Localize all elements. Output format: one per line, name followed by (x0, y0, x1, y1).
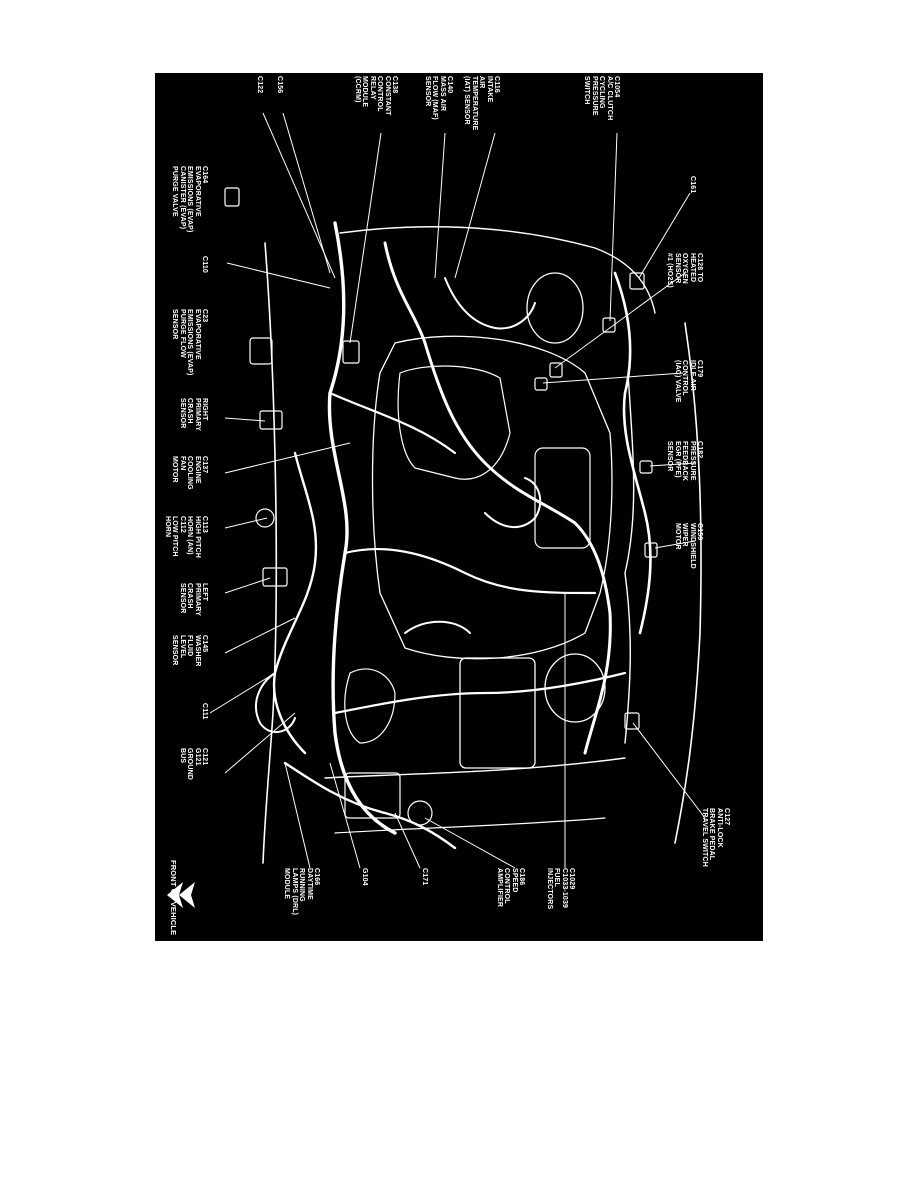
leader-left-crash (224, 577, 271, 594)
connector-c179 (534, 377, 548, 391)
fender-right (624, 372, 635, 744)
label-c1054-text: C1054 A/C CLUTCH CYCLING PRESSURE SWITCH (583, 76, 620, 121)
right-crash-sensor (259, 410, 283, 430)
label-c145-text: C145 WASHER FLUID LEVEL SENSOR (171, 635, 208, 667)
air-cleaner (526, 272, 584, 344)
label-c140-text: C140 MASS AIR FLOW (MAF) SENSOR (423, 76, 453, 120)
label-c1029-text: C1029 C1033-1039 FUEL INJECTORS (545, 868, 575, 910)
harness-loop-a (484, 477, 542, 528)
leader-c186 (424, 817, 516, 869)
leader-c116 (454, 132, 496, 279)
leader-c166 (284, 762, 311, 869)
label-c179-text: C179 IDLE AIR CONTROL (IAC) VALVE (673, 360, 703, 403)
battery (459, 657, 536, 769)
cross-harness-1 (328, 391, 457, 455)
coolant-reservoir (344, 668, 396, 744)
cross-harness-2 (343, 547, 597, 595)
connector-c128 (549, 362, 563, 378)
leader-c111 (209, 672, 276, 714)
connector-c164 (224, 187, 240, 207)
leader-c121 (224, 712, 296, 774)
leader-c161 (638, 192, 691, 279)
engine-compartment-diagram: C1054 A/C CLUTCH CYCLING PRESSURE SWITCH… (155, 73, 763, 941)
label-c127-text: C127 ANTI-LOCK BRAKE PEDAL TRAVEL SWITCH (700, 808, 730, 867)
leader-c179 (542, 372, 684, 384)
leader-c171 (394, 812, 421, 869)
label-c156-text: C156 (276, 76, 283, 94)
bumper-outline (334, 817, 606, 834)
air-intake-duct (444, 277, 536, 330)
leader-c138 (349, 132, 382, 344)
radiator-support (324, 757, 626, 779)
label-right-crash-text: RIGHT PRIMARY CRASH SENSOR (178, 398, 208, 432)
leader-c110 (226, 262, 331, 289)
body-outline-left (262, 242, 278, 864)
label-c161-text: C161 (689, 176, 696, 194)
label-c138-text: C138 CONSTANT CONTROL RELAY MODULE (CCRM… (353, 76, 398, 116)
cross-harness-3 (333, 671, 627, 715)
label-c166-text: C166 DAYTIME RUNNING LAMPS (DRL) MODULE (283, 868, 320, 916)
firewall-outline (339, 226, 656, 314)
engine-wiring-harness (383, 241, 612, 755)
leader-c140 (434, 132, 446, 279)
harness-loop-c (255, 672, 296, 733)
label-c122-text: C122 (256, 76, 263, 94)
front-harness (283, 761, 457, 850)
label-c113-text: C113 HIGH PITCH HORN (AN) C112 LOW PITCH… (163, 516, 208, 558)
label-c186-text: C186 SPEED CONTROL AMPLIFIER (495, 868, 525, 908)
leader-c128 (554, 272, 686, 369)
connector-c182 (639, 460, 653, 474)
label-g104-text: G104 (361, 868, 368, 886)
leader-c127 (632, 722, 706, 819)
leader-c1054 (609, 132, 618, 322)
leader-c137 (224, 442, 351, 474)
body-outline-right (674, 322, 702, 844)
left-harness-branch (272, 451, 318, 755)
left-crash-sensor (262, 567, 288, 587)
leader-c113 (224, 517, 268, 529)
right-harness-branch (613, 271, 652, 635)
label-c171-text: C171 (421, 868, 428, 886)
leader-c156 (282, 112, 331, 274)
engine-block (371, 335, 613, 660)
horn (255, 508, 275, 528)
label-c121-text: C121 G121 GROUND BUS (178, 748, 208, 781)
main-wiring-harness (327, 221, 397, 835)
label-c23-text: C23 EVAPORATIVE EMISSIONS (EVAP) PURGE F… (171, 309, 208, 376)
evap-purge-sensor (249, 337, 273, 365)
diagram-artwork (167, 112, 706, 908)
label-c111-text: C111 (201, 703, 208, 720)
speed-control-amplifier (407, 800, 433, 826)
connector-c127 (624, 712, 640, 730)
leader-c182 (649, 462, 696, 467)
label-c164-text: C164 EVAPORATIVE EMISSIONS (EVAP) CANIST… (171, 166, 208, 233)
leader-c145 (224, 617, 296, 654)
connector-c161 (629, 272, 645, 290)
label-left-crash-text: LEFT PRIMARY CRASH SENSOR (178, 583, 208, 617)
front-arrow-icon (167, 882, 195, 908)
label-c150-text: C150 WINDSHIELD WIPER MOTOR (673, 523, 703, 569)
label-c182-text: C182 PRESSURE FEEDBACK EGR (PFE) SENSOR (666, 441, 703, 482)
harness-loop-b (404, 620, 471, 634)
leader-g104 (329, 762, 361, 869)
label-c110-text: C110 (201, 256, 208, 273)
intake-plenum (397, 365, 511, 480)
leader-right-crash (224, 417, 266, 422)
connector-c1054 (602, 317, 616, 333)
label-c137-text: C137 ENGINE COOLING FAN MOTOR (171, 456, 208, 490)
label-c128-text: C128 TO HEATED OXYGEN SENSOR #1 (HO2S) (666, 253, 703, 288)
leader-c150 (654, 540, 696, 549)
connector-c150 (644, 542, 658, 558)
leader-c122 (262, 112, 336, 279)
label-front-of-vehicle-text: FRONT OF VEHICLE (169, 860, 178, 936)
connector-ccrm (342, 340, 360, 364)
label-c116-text: C116 INTAKE AIR TEMPERATURE (IAT) SENSOR (463, 76, 500, 131)
